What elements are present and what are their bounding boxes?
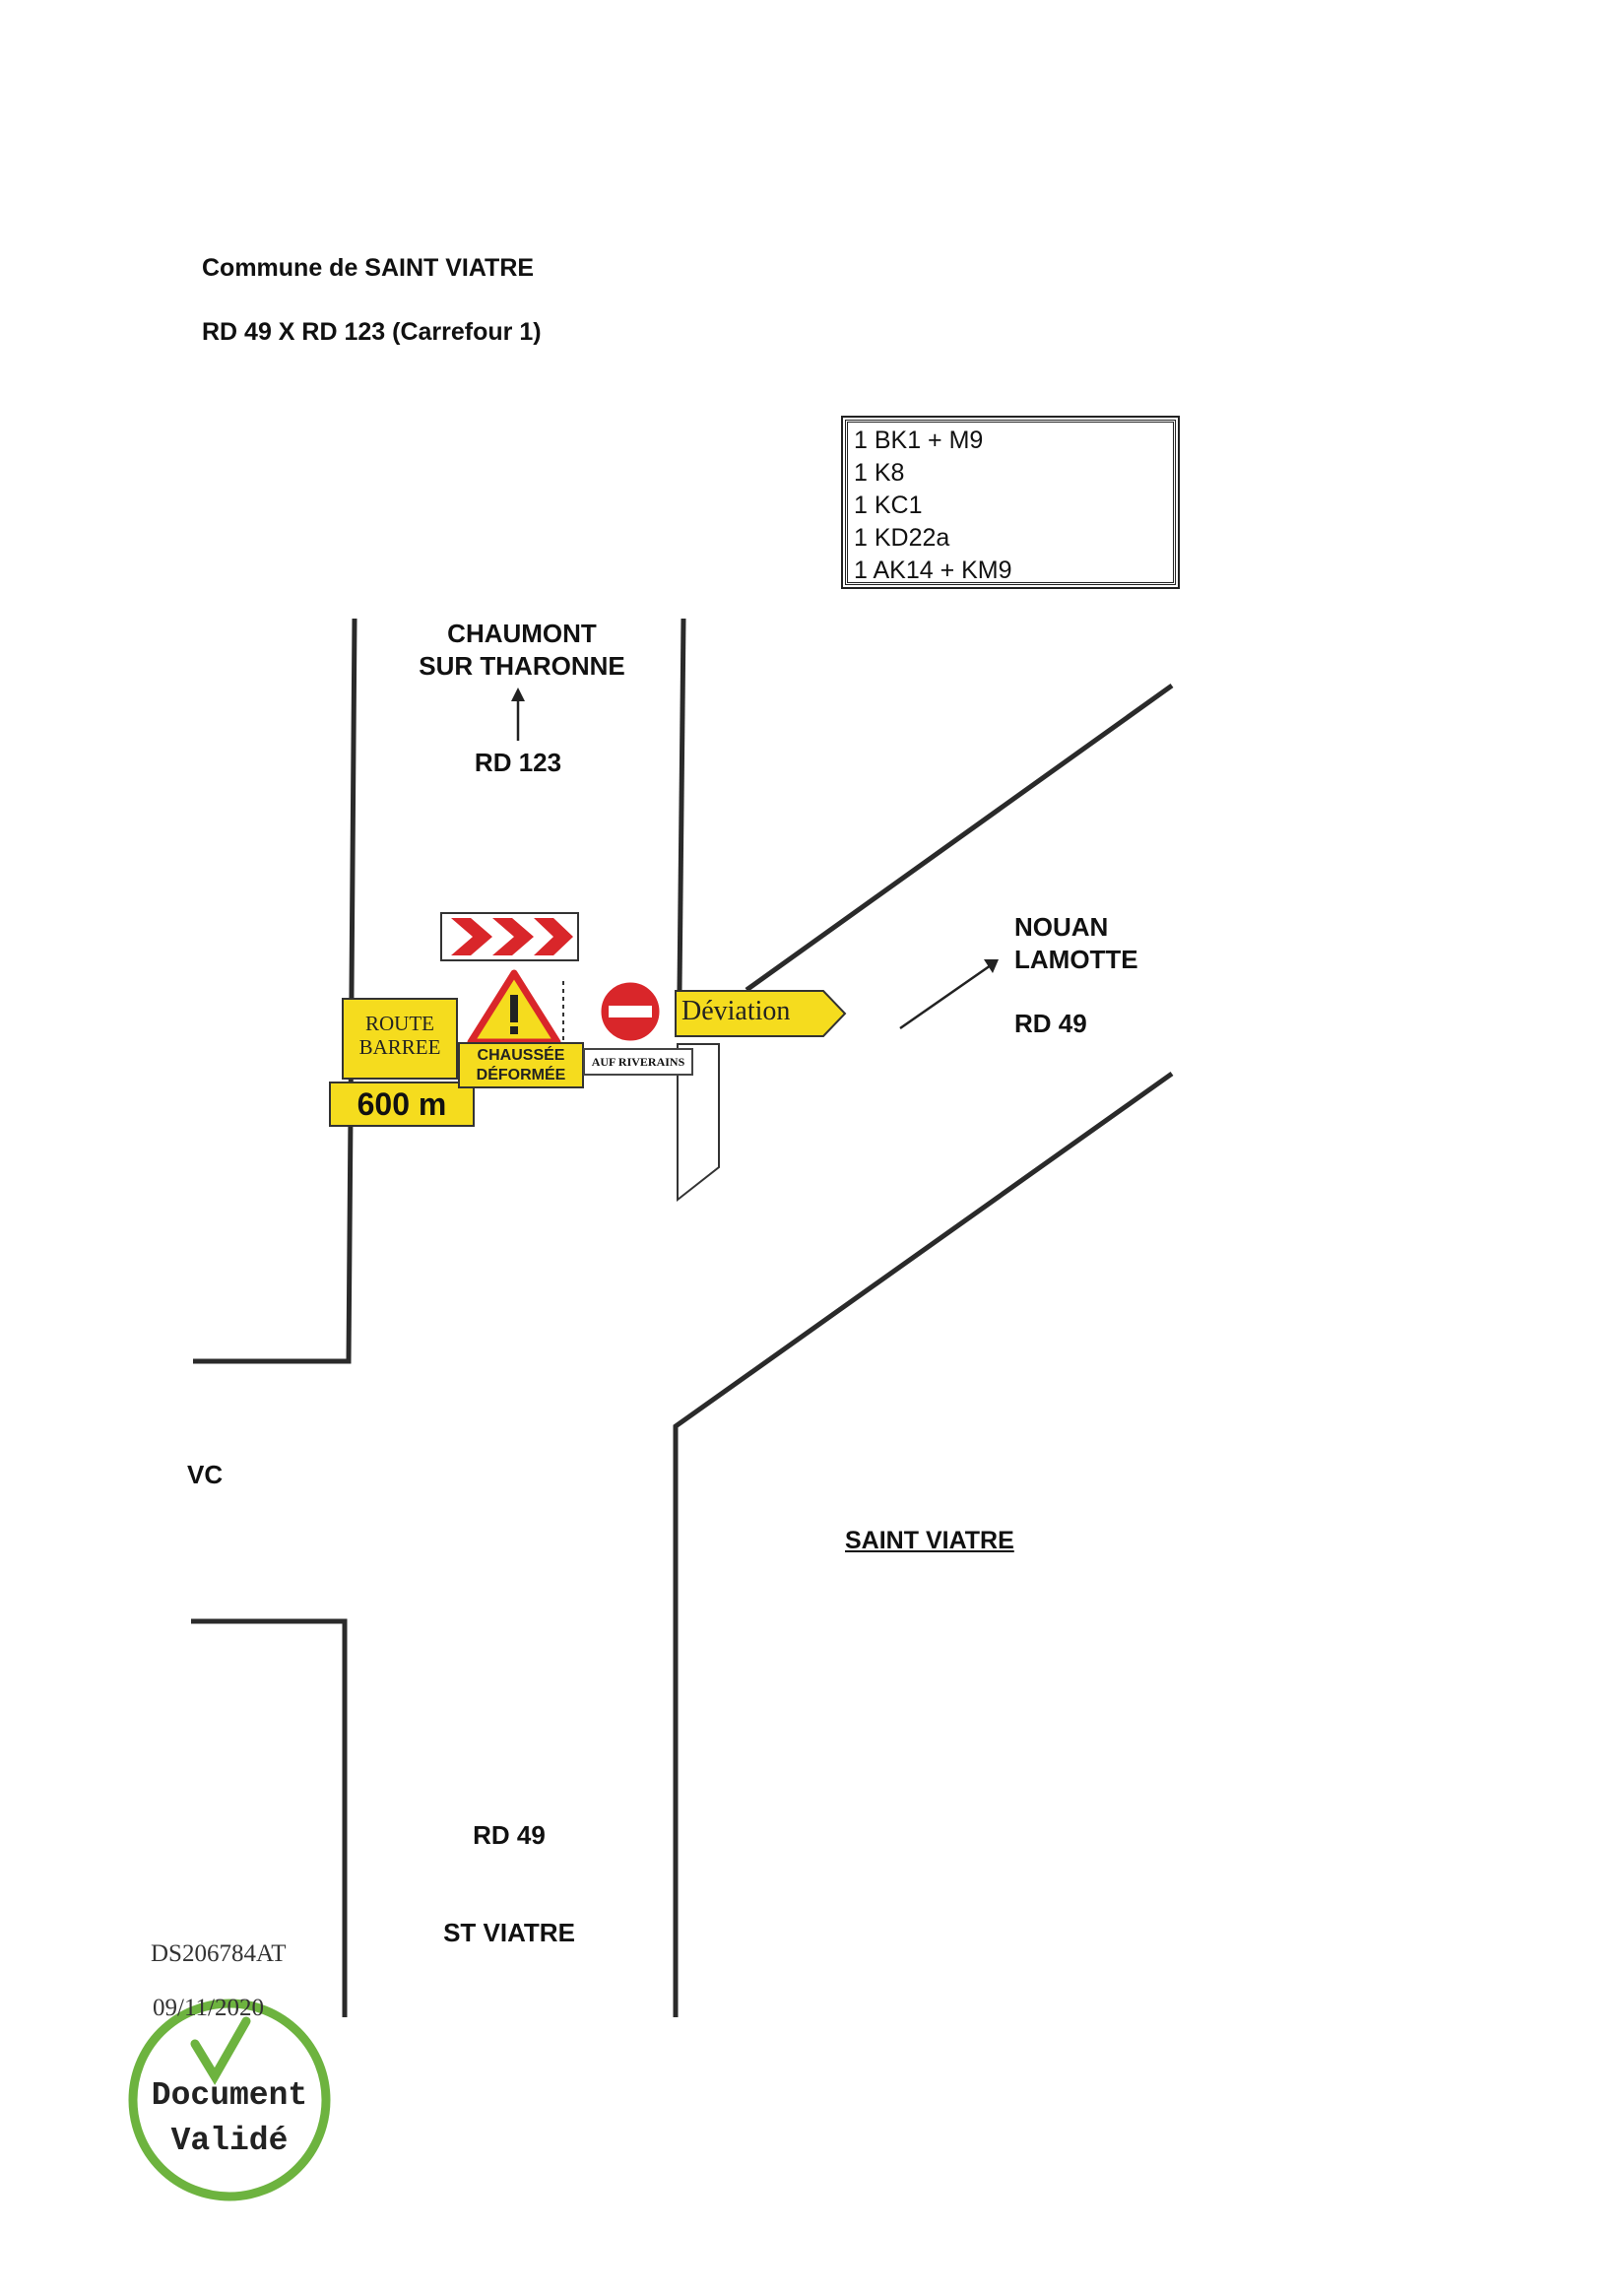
road-edge	[673, 1071, 1174, 2017]
north-destination-line: SUR THARONNE	[419, 651, 625, 681]
check-icon	[190, 2016, 251, 2085]
stamp-line: Document	[151, 2077, 308, 2114]
west-road-label: VC	[187, 1460, 224, 1489]
distance-panel: 600 m	[329, 1082, 475, 1127]
stamp-text: Document Validé	[138, 2073, 321, 2164]
legend-item: 1 KD22a	[854, 524, 950, 552]
legend-item: 1 K8	[854, 459, 905, 487]
route-barree-line: BARREE	[358, 1035, 441, 1059]
route-barree-line: ROUTE	[365, 1012, 434, 1035]
road-edge	[191, 1618, 348, 2017]
document-reference: DS206784AT	[151, 1940, 287, 1967]
chevron-sign-icon	[440, 912, 579, 961]
crossing-title: RD 49 X RD 123 (Carrefour 1)	[202, 318, 542, 346]
warning-triangle-icon	[467, 969, 561, 1046]
deviation-arrow-icon	[675, 990, 847, 1037]
road-edge	[745, 683, 1174, 993]
stamp-line: Validé	[170, 2123, 289, 2159]
validation-date: 09/11/2020	[153, 1995, 264, 2021]
legend-item: 1 AK14 + KM9	[854, 557, 1012, 584]
road-edge	[193, 618, 357, 1364]
road-edge	[677, 618, 686, 991]
route-barree-sign: ROUTE BARREE	[342, 998, 458, 1080]
sauf-riverains-panel: AUF RIVERAINS	[583, 1048, 693, 1076]
validation-stamp	[128, 1999, 331, 2201]
east-destination: NOUAN LAMOTTE	[1014, 911, 1138, 976]
sign-post	[677, 1043, 720, 1203]
legend-item: 1 KC1	[854, 492, 923, 519]
north-road-label: RD 123	[474, 748, 562, 777]
direction-arrow-icon	[511, 688, 525, 741]
page-title: Commune de SAINT VIATRE	[202, 254, 535, 282]
south-road-label: RD 49	[473, 1820, 546, 1850]
town-label: SAINT VIATRE	[845, 1527, 1014, 1554]
legend-item: 1 BK1 + M9	[854, 426, 984, 454]
chaussee-line: DÉFORMÉE	[476, 1067, 566, 1083]
south-destination: ST VIATRE	[443, 1918, 575, 1947]
sign-legend: 1 BK1 + M9 1 K8 1 KC1 1 KD22a 1 AK14 + K…	[845, 420, 1176, 585]
north-destination-line: CHAUMONT	[447, 619, 597, 648]
chaussee-line: CHAUSSÉE	[477, 1047, 565, 1064]
deviation-label: Déviation	[681, 996, 791, 1026]
direction-arrow-icon	[899, 959, 999, 1030]
north-destination: CHAUMONT SUR THARONNE	[394, 618, 650, 683]
east-road-label: RD 49	[1014, 1009, 1087, 1038]
east-destination-line: NOUAN	[1014, 912, 1109, 942]
chaussee-deformee-panel: CHAUSSÉE DÉFORMÉE	[458, 1042, 584, 1088]
east-destination-line: LAMOTTE	[1014, 945, 1138, 974]
no-entry-icon	[598, 979, 663, 1044]
